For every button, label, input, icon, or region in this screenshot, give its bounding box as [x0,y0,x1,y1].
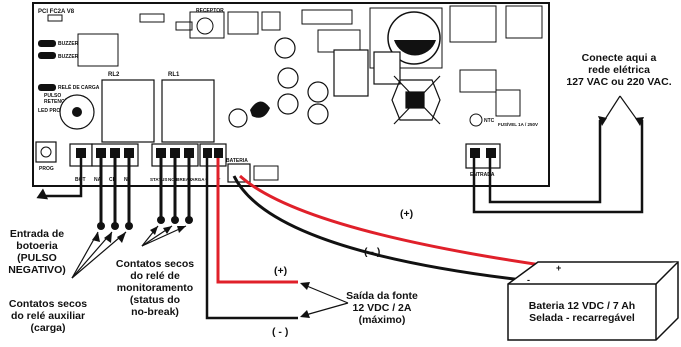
ntc-label: NTC [484,118,495,124]
rele-carga-label: RELÉ DE CARGA [58,83,100,91]
saida-line-1: Saída da fonte [346,290,418,302]
wires-status [159,158,191,220]
aux-line-3: (carga) [30,322,66,334]
bateria-line-1: Bateria 12 VDC / 7 Ah [528,300,636,312]
inductor [373,51,401,85]
pcb-model-label: PCI FC2A V8 [38,9,75,15]
rl1-label: RL1 [168,72,180,78]
label-battery-plus: + [556,263,562,273]
fuse [495,89,521,117]
terminal-cm-label: CM [109,177,117,183]
mon-line-1: Contatos secos [115,258,195,270]
label-plus-output: (+) [274,265,288,277]
rede-line-3: 127 VAC ou 220 VAC. [566,76,672,88]
wire-battery-positive [238,174,549,268]
label-minus-battery-wire: ( - ) [364,246,381,258]
rl2-label: RL2 [108,72,120,78]
annotation-bateria: Bateria 12 VDC / 7 Ah Selada - recarregá… [510,300,654,324]
relay-rl1 [161,79,215,143]
wire-mains-b [488,120,602,204]
rede-line-2: rede elétrica [588,64,650,76]
wire-mains-a [472,120,644,214]
wire-ends-carga [97,222,133,230]
wire-bot [44,158,83,198]
terminal-carga-label: CARGA [188,177,205,182]
mon-line-5: no-break) [131,306,179,318]
terminal-na-label: NA [94,177,102,183]
entrada-line-3: (PULSO [17,252,57,264]
saida-line-2: 12 VDC / 2A [352,302,412,314]
saida-line-3: (máximo) [358,314,406,326]
retencao-label: RETENÇÃO [44,98,72,105]
relay-rl2 [101,79,155,143]
annotation-contatos-aux: Contatos secos do relé auxiliar (carga) [0,298,96,334]
terminal-aux [253,165,279,181]
ntc-thermistor [469,113,483,127]
mon-line-3: monitoramento [116,282,194,294]
mon-line-4: (status do [129,294,181,306]
electrolytic-capacitors [228,37,329,128]
fusivel-label: FUSÍVEL 1A / 250V [498,120,538,127]
arrow-heads [92,116,644,318]
entrada-line-2: botoeria [16,240,58,252]
rede-line-1: Conecte aqui a [581,52,657,64]
terminal-status-label: STATUS [150,177,167,182]
top-components [47,5,543,69]
wire-battery-negative [232,175,523,282]
battery-box [507,261,679,341]
terminal-bateria [227,163,251,183]
annotation-entrada-botoeira: Entrada de botoeria (PULSO NEGATIVO) [2,228,72,276]
label-minus-output: ( - ) [272,326,289,338]
jumper-pads [38,40,56,91]
wires-carga [99,158,131,226]
receptor-label: RECEPTOR [196,8,224,14]
mon-line-2: do relé de [130,270,180,282]
terminal-screws [76,148,496,158]
terminal-nobreak-label: NO-BREAK [168,177,193,182]
bateria-line-2: Selada - recarregável [529,312,635,324]
annotation-saida-fonte: Saída da fonte 12 VDC / 2A (máximo) [344,290,420,326]
aux-line-1: Contatos secos [8,298,88,310]
aux-line-2: do relé auxiliar [10,310,86,322]
entrada-line-1: Entrada de [9,228,65,240]
wire-ends-status [157,216,193,224]
big-capacitor-shade [394,40,436,56]
logo-icon [250,101,270,118]
prog-label: PROG [39,166,54,172]
entrada-label: ENTRADA [470,172,495,178]
arrow-bot [36,188,49,200]
annotation-rede: Conecte aqui a rede elétrica 127 VAC ou … [560,52,678,88]
heatsink [391,75,441,125]
entrada-line-4: NEGATIVO) [8,264,66,276]
wire-output-positive [216,158,298,284]
annotation-contatos-mon: Contatos secos do relé de monitoramento … [112,258,198,318]
terminal-nf-label: NF [124,177,131,183]
optocoupler [459,69,497,93]
led-prog-label: LED PROG [38,108,64,114]
wire-output-negative [205,158,298,320]
bateria-label: BATERIA [226,158,248,164]
microcontroller-chip [77,33,119,67]
label-plus-battery-wire: (+) [400,208,414,220]
label-battery-minus: - [527,275,530,285]
transformer [333,49,369,97]
buzzer-hb-label: BUZZER HB [58,41,87,47]
pulso-label: PULSO [44,93,61,99]
